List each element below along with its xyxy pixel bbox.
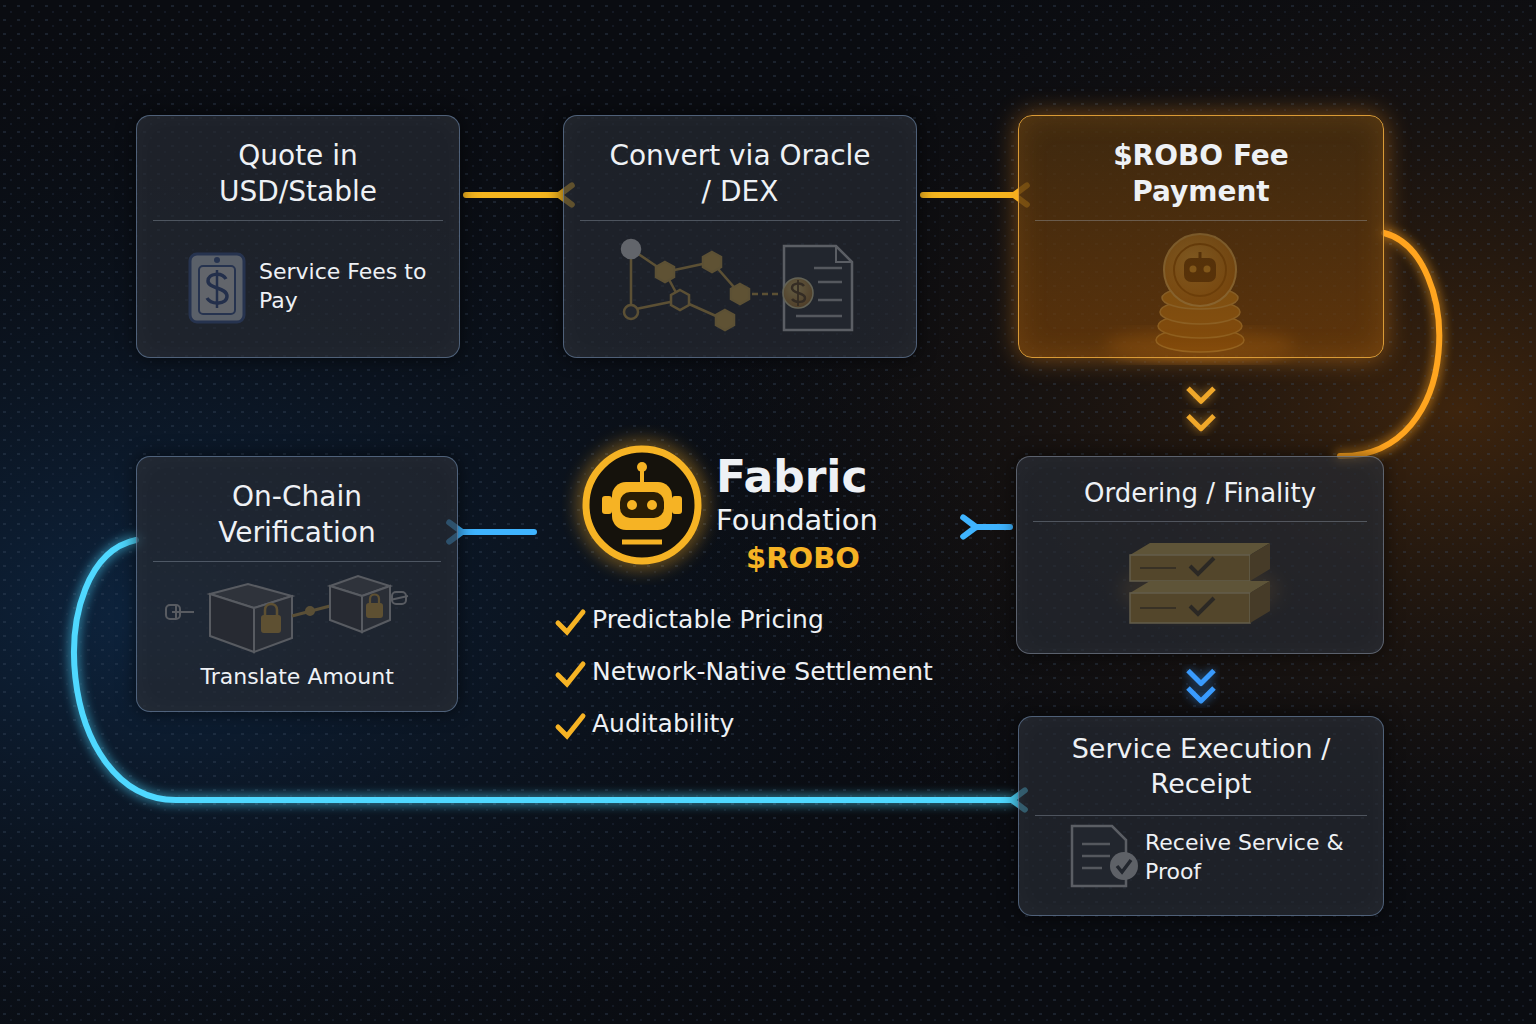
connector-stroke bbox=[466, 189, 559, 201]
header-divider bbox=[1035, 220, 1367, 221]
robot-logo bbox=[576, 439, 708, 571]
process-box: Quote in USD/StableService Fees to Pay bbox=[136, 115, 460, 358]
connector-stroke bbox=[923, 189, 1014, 201]
chevron bbox=[1188, 688, 1214, 701]
node-text: Service Fees to Pay bbox=[259, 258, 449, 315]
brand-panel: FabricFoundation$ROBO Predictable Pricing… bbox=[540, 440, 972, 756]
connector-stroke bbox=[976, 524, 1010, 530]
chevron bbox=[1188, 388, 1214, 401]
header-divider bbox=[580, 220, 900, 221]
decor-shape bbox=[622, 540, 662, 545]
node-title: Ordering / Finality bbox=[1084, 477, 1316, 511]
flow-connector bbox=[466, 185, 572, 204]
process-box: Convert via Oracle / DEX bbox=[563, 115, 917, 358]
node-title: Fabric bbox=[716, 448, 868, 505]
node-text: Translate Amount bbox=[201, 663, 394, 692]
decor-shape bbox=[627, 500, 637, 510]
node-text: Network-Native Settlement bbox=[592, 656, 933, 689]
process-box: Service Execution / ReceiptReceive Servi… bbox=[1018, 716, 1384, 916]
decor-shape bbox=[647, 500, 657, 510]
node-text: $ROBO bbox=[746, 540, 860, 578]
header-divider bbox=[1035, 815, 1367, 816]
connector-stroke bbox=[462, 529, 534, 535]
arrow-head bbox=[963, 517, 976, 536]
chevron-glow bbox=[1188, 388, 1214, 401]
process-box: Ordering / Finality bbox=[1016, 456, 1384, 654]
chevron bbox=[1188, 671, 1214, 684]
decor-shape bbox=[620, 492, 664, 518]
decor-shape bbox=[558, 716, 583, 736]
connector-stroke bbox=[923, 192, 1014, 198]
header-divider bbox=[1033, 521, 1367, 522]
decor-shape bbox=[576, 439, 708, 571]
node-title: Quote in USD/Stable bbox=[168, 138, 428, 211]
chevron-glow bbox=[1188, 416, 1214, 429]
flow-connector bbox=[1188, 671, 1214, 701]
node-text: Predictable Pricing bbox=[592, 604, 824, 637]
flow-connector bbox=[449, 522, 534, 541]
chevron-glow bbox=[1188, 671, 1214, 684]
node-text: Auditability bbox=[592, 708, 734, 741]
check-mark bbox=[558, 612, 583, 736]
header-divider bbox=[153, 220, 443, 221]
flow-connector bbox=[923, 185, 1027, 204]
node-text: Foundation bbox=[716, 502, 878, 540]
header-divider bbox=[153, 561, 441, 562]
process-box: On-Chain VerificationTranslate Amount bbox=[136, 456, 458, 712]
flow-connector bbox=[963, 517, 1010, 536]
chevron-glow bbox=[1188, 688, 1214, 701]
decor-shape bbox=[672, 496, 682, 514]
connector-stroke bbox=[462, 526, 534, 538]
decor-shape bbox=[637, 462, 647, 472]
payment-box: $ROBO Fee Payment bbox=[1018, 115, 1384, 358]
flow-connector bbox=[1188, 388, 1214, 428]
node-title: Service Execution / Receipt bbox=[1036, 731, 1366, 801]
node-text: Receive Service & Proof bbox=[1145, 829, 1365, 886]
connector-stroke bbox=[976, 521, 1010, 533]
node-title: Convert via Oracle / DEX bbox=[605, 138, 875, 211]
decor-shape bbox=[602, 496, 612, 514]
node-title: $ROBO Fee Payment bbox=[1086, 138, 1316, 211]
connector-stroke bbox=[466, 192, 559, 198]
node-title: On-Chain Verification bbox=[172, 479, 422, 552]
decor-shape bbox=[558, 612, 583, 632]
decor-shape bbox=[558, 664, 583, 684]
decor-shape bbox=[612, 482, 672, 530]
decor-shape bbox=[586, 449, 698, 561]
chevron bbox=[1188, 416, 1214, 429]
